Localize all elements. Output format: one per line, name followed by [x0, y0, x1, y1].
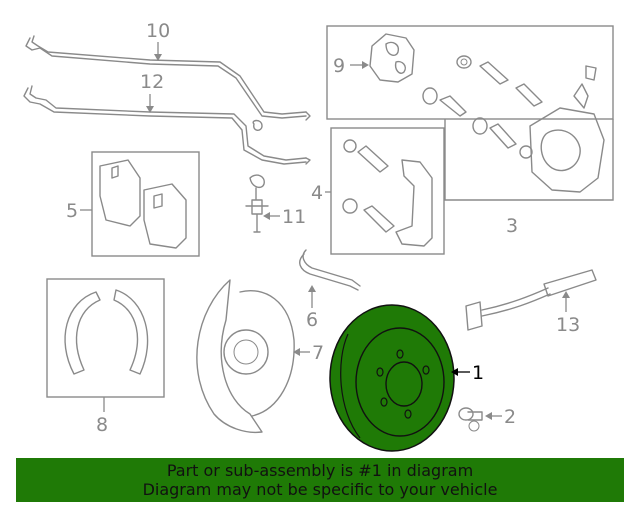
- callout-9[interactable]: 9: [333, 55, 345, 77]
- arrow-2: [485, 412, 492, 420]
- caliper-box-extension: [444, 119, 614, 201]
- arrow-6: [308, 285, 316, 292]
- part-13-wear-indicator[interactable]: [465, 269, 597, 331]
- caliper-hardware: [422, 55, 543, 159]
- callout-6[interactable]: 6: [306, 309, 318, 331]
- arrow-13: [562, 291, 570, 298]
- part-5-brake-pads[interactable]: [99, 159, 187, 249]
- callout-13[interactable]: 13: [556, 314, 580, 336]
- part-1-brake-rotor[interactable]: [329, 304, 455, 452]
- parts-diagram: 10 12 11 9: [23, 20, 614, 452]
- part-12-brake-line[interactable]: [23, 85, 311, 189]
- callout-1[interactable]: 1: [472, 362, 484, 384]
- part-6-sensor-wire[interactable]: [299, 249, 361, 291]
- arrow-9: [362, 61, 369, 69]
- shoes-box: [46, 278, 165, 398]
- part-7-dust-shield[interactable]: [196, 279, 295, 434]
- pads-box: [91, 151, 200, 257]
- arrow-7: [293, 348, 300, 356]
- callout-5[interactable]: 5: [66, 200, 78, 222]
- callout-10[interactable]: 10: [146, 20, 170, 42]
- arrow-12: [146, 106, 154, 113]
- arrow-11: [263, 212, 270, 220]
- callout-3[interactable]: 3: [506, 215, 518, 237]
- caliper-box: [326, 25, 614, 120]
- part-9-caliper-bracket[interactable]: [369, 33, 415, 83]
- part-11-sensor[interactable]: [245, 187, 269, 233]
- callout-7[interactable]: 7: [312, 342, 324, 364]
- bracket-box: [330, 127, 445, 255]
- callout-2[interactable]: 2: [504, 406, 516, 428]
- callout-8[interactable]: 8: [96, 414, 108, 436]
- part-8-parking-brake-shoes[interactable]: [64, 289, 149, 375]
- arrow-10: [154, 54, 162, 61]
- callout-11[interactable]: 11: [282, 206, 306, 228]
- part-3-caliper[interactable]: [529, 65, 605, 193]
- callout-4[interactable]: 4: [311, 182, 323, 204]
- part-2-bolt[interactable]: [458, 407, 483, 432]
- notice-banner: Part or sub-assembly is #1 in diagram Di…: [16, 458, 624, 502]
- callout-12[interactable]: 12: [140, 71, 164, 93]
- banner-line-2: Diagram may not be specific to your vehi…: [142, 480, 498, 499]
- arrow-1: [451, 368, 458, 376]
- part-10-brake-line[interactable]: [25, 35, 311, 121]
- part-4-bracket-kit[interactable]: [342, 139, 433, 247]
- banner-line-1: Part or sub-assembly is #1 in diagram: [166, 461, 474, 480]
